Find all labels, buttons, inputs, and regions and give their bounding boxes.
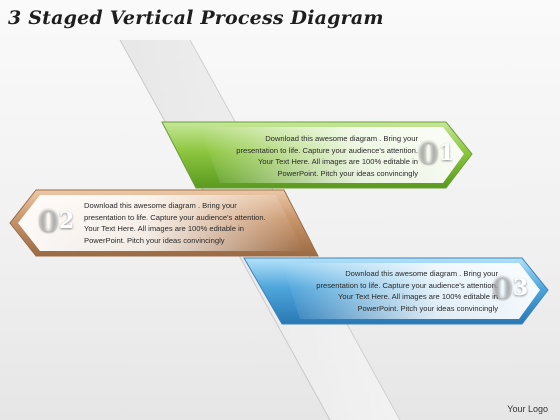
step-3-line: PowerPoint. Pitch your ideas convincingl… xyxy=(357,303,498,313)
page-title: 3 Staged Vertical Process Diagram xyxy=(8,7,384,29)
step-1-ghost-digit: 0 xyxy=(418,136,439,171)
step-1-line: presentation to life. Capture your audie… xyxy=(236,145,418,155)
step-1-number: 01 xyxy=(418,139,455,169)
step-3-digit: 3 xyxy=(512,275,529,301)
step-2-number: 02 xyxy=(38,207,75,237)
step-3-ghost-digit: 0 xyxy=(492,271,513,306)
step-2-line: PowerPoint. Pitch your ideas convincingl… xyxy=(84,235,225,245)
logo-text: Your Logo xyxy=(507,404,548,414)
step-2-ghost-digit: 0 xyxy=(38,204,59,239)
step-2-line: presentation to life. Capture your audie… xyxy=(84,212,266,222)
step-2-text: Download this awesome diagram . Bring yo… xyxy=(84,200,304,246)
step-1-digit: 1 xyxy=(438,140,455,166)
step-3-line: presentation to life. Capture your audie… xyxy=(316,280,498,290)
step-2-line: Download this awesome diagram . Bring yo… xyxy=(84,201,237,210)
step-3-text: Download this awesome diagram . Bring yo… xyxy=(276,268,498,314)
step-1-text: Download this awesome diagram . Bring yo… xyxy=(196,133,418,179)
step-3-line: Download this awesome diagram . Bring yo… xyxy=(345,269,498,278)
step-3-number: 03 xyxy=(492,274,529,304)
step-2-digit: 2 xyxy=(58,208,75,234)
step-3-line: Your Text Here. All images are 100% edit… xyxy=(338,292,498,301)
step-1-line: Your Text Here. All images are 100% edit… xyxy=(258,157,418,166)
step-1-line: PowerPoint. Pitch your ideas convincingl… xyxy=(277,168,418,178)
step-2-line: Your Text Here. All images are 100% edit… xyxy=(84,224,244,233)
step-1-line: Download this awesome diagram . Bring yo… xyxy=(265,134,418,143)
